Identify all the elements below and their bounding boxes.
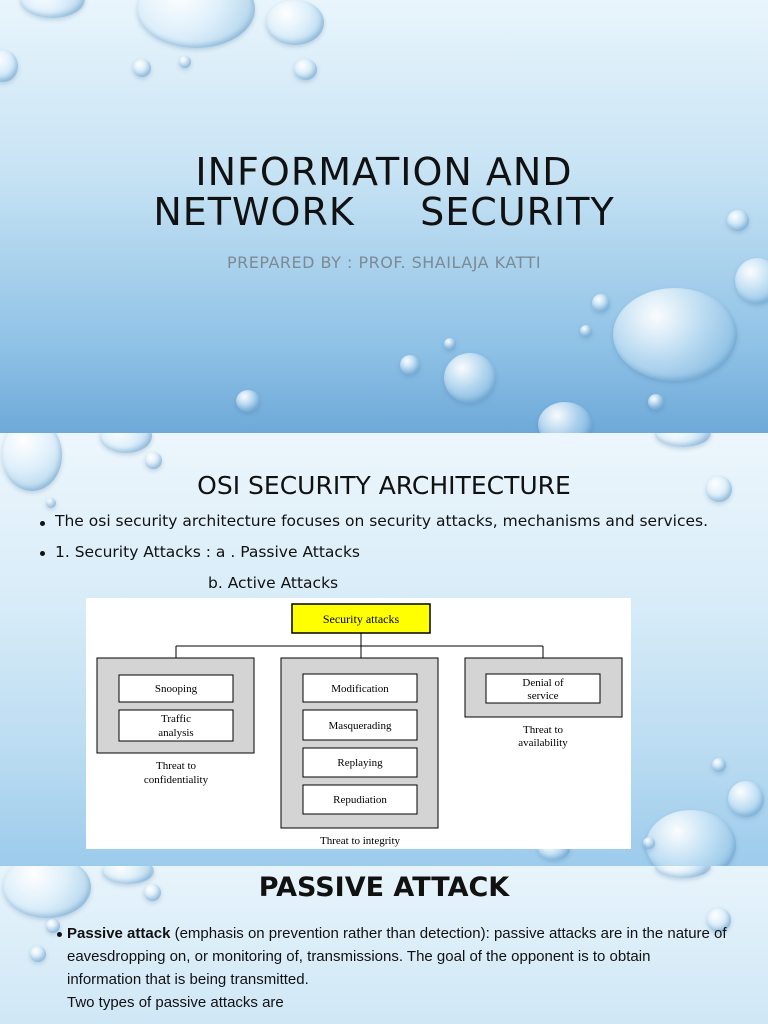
water-drop-decoration bbox=[145, 452, 162, 469]
water-drop-decoration bbox=[706, 476, 732, 502]
bullet-dot bbox=[40, 521, 45, 526]
passive-attack-types-intro: Two types of passive attacks are bbox=[67, 994, 284, 1011]
water-drop-decoration bbox=[646, 810, 736, 866]
availability-caption-1: Threat to bbox=[523, 724, 564, 736]
integrity-caption: Threat to integrity bbox=[320, 835, 401, 847]
water-drop-decoration bbox=[46, 919, 60, 933]
water-drop-decoration bbox=[179, 56, 191, 68]
water-drop-decoration bbox=[648, 394, 664, 410]
water-drop-decoration bbox=[735, 258, 768, 304]
passive-attack-definition: (emphasis on prevention rather than dete… bbox=[67, 925, 727, 988]
confidentiality-caption-2: confidentiality bbox=[144, 774, 209, 786]
water-drop-decoration bbox=[444, 338, 456, 350]
analysis-label: analysis bbox=[158, 727, 193, 739]
presentation-subtitle: PREPARED BY : PROF. SHAILAJA KATTI bbox=[226, 253, 542, 272]
water-drop-decoration bbox=[266, 0, 324, 45]
water-drop-decoration bbox=[444, 353, 496, 403]
water-drop-decoration bbox=[30, 946, 46, 962]
water-drop-decoration bbox=[2, 433, 62, 491]
passive-attack-paragraph: Passive attack (emphasis on prevention r… bbox=[67, 922, 727, 1014]
bullet-continuation: b. Active Attacks bbox=[208, 574, 339, 592]
root-node-label: Security attacks bbox=[323, 612, 400, 626]
repudiation-label: Repudiation bbox=[333, 794, 387, 806]
title-line-1: INFORMATION AND bbox=[195, 150, 573, 194]
availability-caption-2: availability bbox=[518, 737, 568, 749]
title-line-2: NETWORK SECURITY bbox=[153, 190, 615, 234]
water-drop-decoration bbox=[728, 781, 764, 817]
water-drop-decoration bbox=[102, 866, 154, 884]
water-drop-decoration bbox=[294, 59, 317, 80]
water-drop-decoration bbox=[727, 210, 749, 231]
water-drop-decoration bbox=[100, 433, 152, 453]
water-drop-decoration bbox=[613, 288, 737, 381]
passive-attack-term: Passive attack bbox=[67, 925, 171, 942]
water-drop-decoration bbox=[538, 402, 592, 433]
title-slide: INFORMATION AND NETWORK SECURITY PREPARE… bbox=[0, 0, 768, 433]
passive-attack-slide: PASSIVE ATTACK Passive attack (emphasis … bbox=[0, 866, 768, 1024]
water-drop-decoration bbox=[236, 390, 260, 412]
water-drop-decoration bbox=[133, 59, 151, 77]
denial-label-1: Denial of bbox=[522, 677, 564, 689]
bullet-dot bbox=[57, 932, 62, 937]
slide-title: PASSIVE ATTACK bbox=[258, 872, 510, 903]
modification-label: Modification bbox=[331, 683, 389, 695]
root-node-box bbox=[291, 603, 431, 634]
security-attacks-diagram: Security attacks Snooping Traffic analys… bbox=[86, 598, 631, 849]
masquerading-label: Masquerading bbox=[329, 720, 392, 732]
presentation-title: INFORMATION AND NETWORK SECURITY bbox=[0, 152, 768, 232]
water-drop-decoration bbox=[400, 355, 420, 375]
traffic-label: Traffic bbox=[161, 713, 191, 725]
water-drop-decoration bbox=[655, 866, 711, 878]
snooping-label: Snooping bbox=[155, 683, 198, 695]
bullet-dot bbox=[40, 551, 45, 556]
replaying-label: Replaying bbox=[337, 757, 383, 769]
confidentiality-caption-1: Threat to bbox=[156, 760, 197, 772]
water-drop-decoration bbox=[0, 50, 18, 82]
water-drop-decoration bbox=[137, 0, 255, 48]
water-drop-decoration bbox=[144, 884, 161, 901]
water-drop-decoration bbox=[46, 498, 56, 508]
water-drop-decoration bbox=[643, 837, 655, 849]
water-drop-decoration bbox=[3, 866, 91, 918]
bullet-text: 1. Security Attacks : a . Passive Attack… bbox=[55, 543, 361, 561]
water-drop-decoration bbox=[655, 433, 711, 447]
water-drop-decoration bbox=[580, 325, 592, 337]
denial-label-2: service bbox=[527, 690, 558, 702]
water-drop-decoration bbox=[712, 758, 726, 772]
water-drop-decoration bbox=[592, 294, 610, 312]
bullet-text: The osi security architecture focuses on… bbox=[55, 512, 708, 530]
osi-architecture-slide: OSI SECURITY ARCHITECTURE The osi securi… bbox=[0, 433, 768, 866]
slide-title: OSI SECURITY ARCHITECTURE bbox=[197, 471, 571, 500]
water-drop-decoration bbox=[707, 908, 731, 932]
water-drop-decoration bbox=[20, 0, 85, 18]
